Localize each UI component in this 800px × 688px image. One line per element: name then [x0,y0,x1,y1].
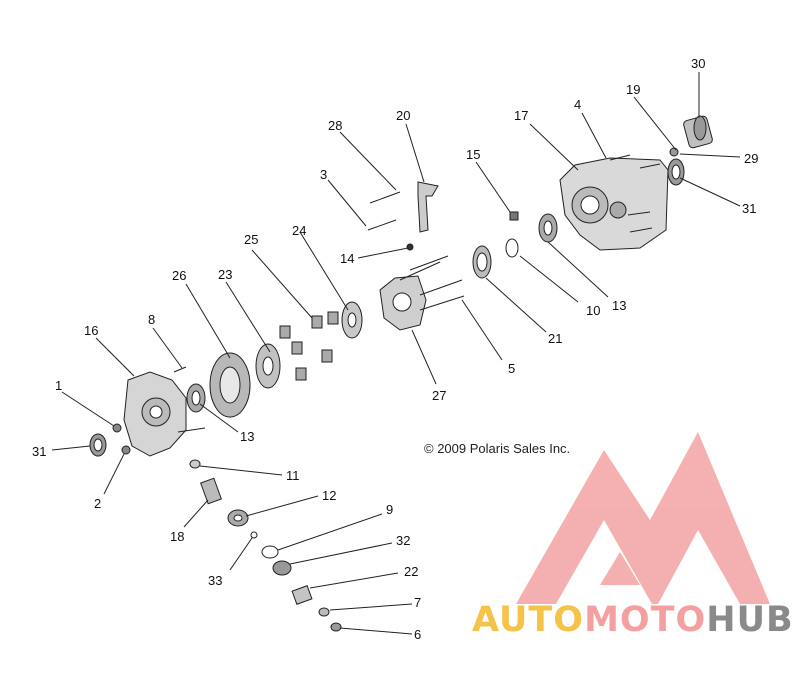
callout-30: 30 [691,56,705,71]
callout-26: 26 [172,268,186,283]
callout-1: 1 [55,378,62,393]
part-drawings [89,115,713,632]
callout-23: 23 [218,267,232,282]
callout-14: 14 [340,251,354,266]
watermark-hub: HUB [706,600,794,640]
left-housing [123,366,206,457]
callout-16: 16 [84,323,98,338]
callout-12: 12 [322,488,336,503]
callout-31-left: 31 [32,444,46,459]
callout-5: 5 [508,361,515,376]
watermark-auto: AUTO [472,600,585,640]
watermark-wordmark: AUTOMOTOHUB [472,603,794,638]
callout-27: 27 [432,388,446,403]
callout-25: 25 [244,232,258,247]
callout-29: 29 [744,151,758,166]
callout-33: 33 [208,573,222,588]
callout-2: 2 [94,496,101,511]
callout-9: 9 [386,502,393,517]
callout-28: 28 [328,118,342,133]
callout-24: 24 [292,223,306,238]
callout-3: 3 [320,167,327,182]
callout-21: 21 [548,331,562,346]
watermark-moto: MOTO [584,600,707,640]
callout-22: 22 [404,564,418,579]
callout-19: 19 [626,82,640,97]
callout-labels: 30 19 4 17 29 31 15 20 28 3 14 24 25 23 … [32,56,758,642]
callout-17: 17 [514,108,528,123]
callout-7: 7 [414,595,421,610]
leader-lines [51,72,741,635]
part-30-actuator [683,115,713,149]
callout-18: 18 [170,529,184,544]
callout-6: 6 [414,627,421,642]
callout-31-right: 31 [742,201,756,216]
copyright-notice: © 2009 Polaris Sales Inc. [424,441,571,456]
right-housing [559,154,669,251]
callout-10: 10 [586,303,600,318]
watermark-logo [516,432,770,604]
part-27-carrier [379,255,465,331]
callout-15: 15 [466,147,480,162]
callout-8: 8 [148,312,155,327]
callout-4: 4 [574,97,581,112]
callout-32: 32 [396,533,410,548]
callout-20: 20 [396,108,410,123]
callout-13-right: 13 [612,298,626,313]
callout-11: 11 [286,468,300,483]
callout-13-left: 13 [240,429,254,444]
